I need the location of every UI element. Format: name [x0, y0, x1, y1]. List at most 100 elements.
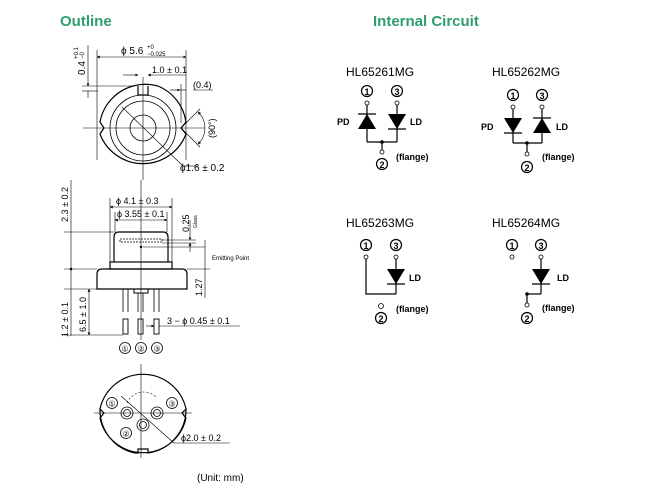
outline-heading: Outline	[60, 13, 112, 30]
pin-1-circle	[359, 238, 373, 252]
ld-label: LD	[556, 122, 568, 132]
inner-dia-label: ϕ 3.55 ± 0.1	[117, 209, 165, 219]
total-height-label: 2.3 ± 0.2	[60, 187, 70, 222]
pd-diode-icon	[504, 118, 522, 133]
pin-2-label: 2	[524, 314, 529, 324]
pin-1-terminal	[364, 100, 370, 106]
pin-3-circle	[390, 84, 404, 98]
circuit-hl65261mg: HL65261MG 1 3 2 PD LD (flange)	[337, 65, 429, 171]
leads-upper	[122, 289, 160, 312]
dim-notch-width-label: 1.0 ± 0.1	[152, 65, 187, 75]
bottom-pin-3-label: ③	[168, 400, 175, 409]
side-pin-1-circle	[119, 342, 131, 354]
flange	[96, 268, 188, 290]
lead-1	[122, 318, 129, 335]
notch-depth-label: 0.4	[77, 61, 88, 75]
circuit-hl65264mg: HL65264MG 1 3 2 LD (flange)	[492, 216, 575, 325]
flange-label: (flange)	[396, 152, 429, 162]
bottom-view: ϕ2.0 ± 0.2 ① ③ ②	[94, 364, 230, 458]
bottom-view-body	[99, 407, 187, 454]
notch-depth-tol-minus: −0	[80, 51, 86, 59]
pin2-stem	[133, 288, 149, 294]
window-dia-label: ϕ1.6 ± 0.2	[180, 163, 225, 174]
side-pin-labels: ① ② ③	[119, 342, 163, 354]
pd-label: PD	[481, 122, 494, 132]
pin-2-circle	[520, 160, 534, 174]
cap-dia-label: ϕ 4.1 ± 0.3	[116, 196, 159, 206]
pin-2-terminal	[379, 149, 385, 155]
lead-length-label: 6.5 ± 1.0	[78, 297, 88, 332]
dim-main-dia-label: ϕ 5.6	[121, 46, 144, 57]
glass-thickness-label: 0.25	[181, 214, 191, 232]
model-name: HL65261MG	[346, 65, 414, 79]
bottom-pin-2	[136, 418, 150, 432]
flange-height-label: 1.2 ± 0.1	[60, 302, 70, 337]
pin-1-circle	[505, 238, 519, 252]
bottom-pin-2-label-circle	[120, 427, 132, 439]
model-name: HL65262MG	[492, 65, 560, 79]
ld-label: LD	[410, 117, 422, 127]
pin-3-circle	[389, 238, 403, 252]
pin-2-circle	[375, 157, 389, 171]
top-view: ϕ 5.6 +0 −0.025 1.0 ± 0.1 (0.4) (90°) 0.…	[74, 45, 225, 180]
pin-2-label: 2	[378, 314, 383, 324]
pin1-to-ld-wire	[365, 259, 396, 295]
bottom-view-top-arc	[99, 373, 187, 410]
cap-body	[113, 231, 169, 262]
pin-3-terminal	[393, 254, 399, 260]
ld-diode-icon	[533, 118, 551, 133]
internal-circuit-heading: Internal Circuit	[373, 13, 479, 30]
emitting-point-label: Emitting Point	[212, 256, 249, 262]
window-leader	[121, 106, 184, 167]
dim-v-offset-label: (0.4)	[193, 80, 212, 90]
bottom-pin-3-inner	[153, 409, 161, 417]
pin-2-terminal	[378, 303, 384, 309]
pin-1-label: 1	[364, 87, 369, 97]
pin-3-circle	[534, 238, 548, 252]
bottom-pin-3	[150, 406, 164, 420]
ld-diode-icon	[388, 114, 406, 129]
pin-2-label: 2	[524, 163, 529, 173]
side-pin-2-label: ②	[137, 345, 144, 354]
pin-2-circle	[520, 311, 534, 325]
pin-1-label: 1	[510, 91, 515, 101]
dim-main-dia-tol-plus: +0	[147, 45, 155, 51]
ld-diode-icon	[532, 269, 550, 284]
pin-3-label: 3	[394, 87, 399, 97]
bottom-pin-3-label-circle	[166, 397, 178, 409]
glass-label: Glass	[193, 215, 199, 228]
v-angle-arc	[197, 111, 206, 145]
model-name: HL65264MG	[492, 216, 560, 230]
pin-3-label: 3	[393, 241, 398, 251]
side-pin-2-circle	[135, 342, 147, 354]
unit-label: (Unit: mm)	[197, 473, 244, 484]
pin-3-terminal	[394, 100, 400, 106]
pin-3-terminal	[538, 254, 544, 260]
pd-diode-icon	[358, 114, 376, 129]
pin-2-terminal	[524, 151, 530, 157]
ld-diode-icon	[387, 269, 405, 284]
v-angle-label: (90°)	[207, 118, 217, 138]
lead-2	[137, 318, 144, 335]
circuit-hl65262mg: HL65262MG 1 3 2 PD LD (flange)	[481, 65, 575, 174]
pin-2-terminal	[524, 302, 530, 308]
ld-label: LD	[409, 273, 421, 283]
left-dim-dot	[69, 267, 73, 271]
side-pin-1-label: ①	[121, 345, 128, 354]
top-view-outline	[132, 83, 159, 96]
pin-3-label: 3	[538, 241, 543, 251]
pin-1-terminal	[509, 254, 515, 260]
dim-main-dia-tol-minus: −0.025	[147, 52, 166, 58]
pin-3-circle	[535, 88, 549, 102]
top-view-body	[99, 85, 187, 165]
notch-depth-tol-plus: +0.1	[74, 46, 80, 59]
pin-circle-dia-label: ϕ2.0 ± 0.2	[181, 433, 221, 443]
pin-circle-arc	[126, 391, 158, 404]
model-name: HL65263MG	[346, 216, 414, 230]
emit-height-label: 1.27	[194, 278, 204, 296]
pd-label: PD	[337, 117, 350, 127]
flange-label: (flange)	[542, 303, 575, 313]
pin-1-circle	[506, 88, 520, 102]
bottom-pin-1-label-circle	[106, 397, 118, 409]
